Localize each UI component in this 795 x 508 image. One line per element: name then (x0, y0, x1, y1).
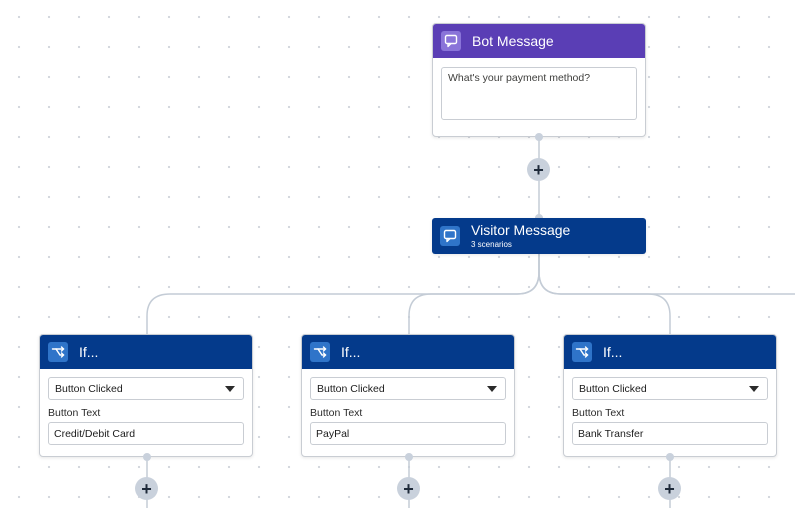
chevron-down-icon (225, 385, 235, 392)
branch-node-2[interactable]: If... Button Clicked Button Text PayPal (301, 334, 515, 457)
condition-select[interactable]: Button Clicked (310, 377, 506, 400)
button-text-label: Button Text (572, 407, 625, 419)
button-text-input[interactable]: PayPal (310, 422, 506, 445)
button-text-input[interactable]: Bank Transfer (572, 422, 768, 445)
visitor-message-subtitle: 3 scenarios (471, 240, 512, 249)
button-text-label: Button Text (48, 407, 101, 419)
condition-select[interactable]: Button Clicked (572, 377, 768, 400)
bot-output-port[interactable] (535, 133, 543, 141)
bot-message-node[interactable]: Bot Message What's your payment method? (432, 23, 646, 137)
chat-bubble-icon (440, 226, 460, 246)
visitor-message-node[interactable]: Visitor Message 3 scenarios (432, 218, 646, 254)
bot-message-header[interactable]: Bot Message (433, 24, 645, 58)
chat-bubble-icon (441, 31, 461, 51)
button-text-input[interactable]: Credit/Debit Card (48, 422, 244, 445)
connector-branch-3 (538, 254, 671, 334)
branch-node-3[interactable]: If... Button Clicked Button Text Bank Tr… (563, 334, 777, 457)
bot-message-text[interactable]: What's your payment method? (441, 67, 637, 120)
branch-node-1[interactable]: If... Button Clicked Button Text Credit/… (39, 334, 253, 457)
branch-1-output-port[interactable] (143, 453, 151, 461)
connector-branch-1 (146, 254, 540, 334)
branch-3-output-port[interactable] (666, 453, 674, 461)
branch-2-output-port[interactable] (405, 453, 413, 461)
branch-icon (310, 342, 330, 362)
add-step-button[interactable]: + (135, 477, 158, 500)
condition-select-value: Button Clicked (55, 382, 123, 395)
connector-offscreen (538, 254, 795, 295)
chevron-down-icon (749, 385, 759, 392)
condition-select-value: Button Clicked (317, 382, 385, 395)
connector-branch-2 (408, 254, 540, 334)
button-text-label: Button Text (310, 407, 363, 419)
branch-title: If... (79, 344, 99, 360)
visitor-message-header[interactable]: Visitor Message 3 scenarios (432, 218, 646, 254)
visitor-message-title: Visitor Message (471, 222, 571, 238)
add-step-button[interactable]: + (658, 477, 681, 500)
branch-title: If... (603, 344, 623, 360)
bot-message-title: Bot Message (472, 33, 554, 49)
add-step-button[interactable]: + (527, 158, 550, 181)
branch-header[interactable]: If... (564, 335, 776, 369)
branch-header[interactable]: If... (302, 335, 514, 369)
condition-select[interactable]: Button Clicked (48, 377, 244, 400)
branch-icon (48, 342, 68, 362)
condition-select-value: Button Clicked (579, 382, 647, 395)
add-step-button[interactable]: + (397, 477, 420, 500)
chevron-down-icon (487, 385, 497, 392)
branch-icon (572, 342, 592, 362)
branch-title: If... (341, 344, 361, 360)
branch-header[interactable]: If... (40, 335, 252, 369)
